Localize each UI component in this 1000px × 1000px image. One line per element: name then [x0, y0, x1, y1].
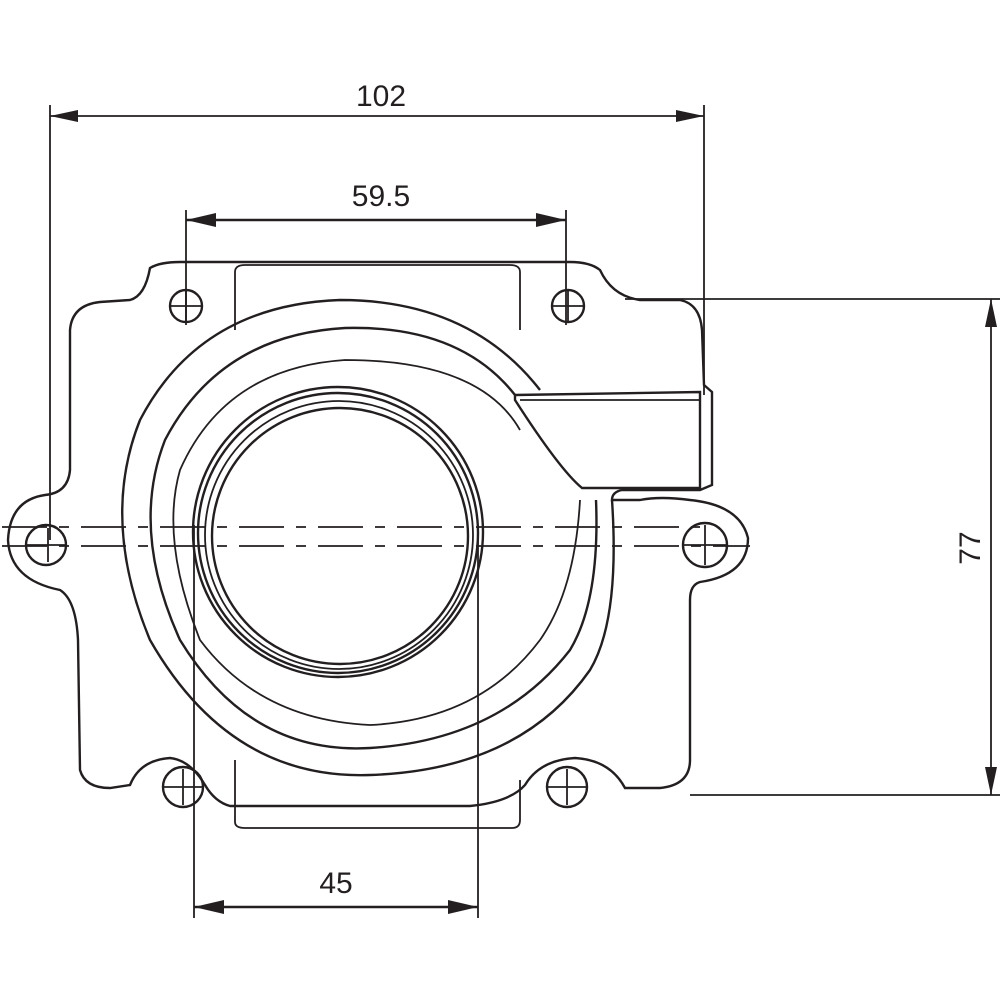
bolt-hole-top-right [550, 288, 586, 324]
bore-inner-circle [210, 406, 470, 666]
dimension-label-77: 77 [954, 531, 987, 564]
bottom-recess [234, 760, 521, 829]
bolt-hole-bottom-right [545, 765, 589, 809]
dimension-overall-width: 102 [49, 80, 705, 540]
dimension-label-102: 102 [356, 80, 406, 113]
body-outer-ring [121, 298, 615, 777]
bore-outer-circle [191, 385, 485, 679]
dimension-label-45: 45 [319, 867, 352, 900]
dimension-label-59-5: 59.5 [352, 180, 410, 213]
bolt-hole-bottom-left [161, 765, 205, 809]
bore-ring-3 [204, 400, 474, 670]
bolt-hole-middle-left [24, 523, 68, 567]
bolt-hole-middle-right [681, 521, 729, 569]
dimension-bore-diameter: 45 [193, 525, 479, 918]
body-inner-ring [149, 326, 598, 750]
top-recess [234, 264, 521, 330]
side-port [513, 390, 702, 490]
bore-ring-2 [196, 391, 480, 675]
body-step-ring [172, 359, 581, 726]
dimension-vertical-spacing: 77 [625, 298, 1000, 796]
flange-outline [6, 260, 750, 808]
bolt-hole-top-left [168, 288, 204, 324]
dimension-top-bolt-spacing: 59.5 [185, 180, 567, 325]
